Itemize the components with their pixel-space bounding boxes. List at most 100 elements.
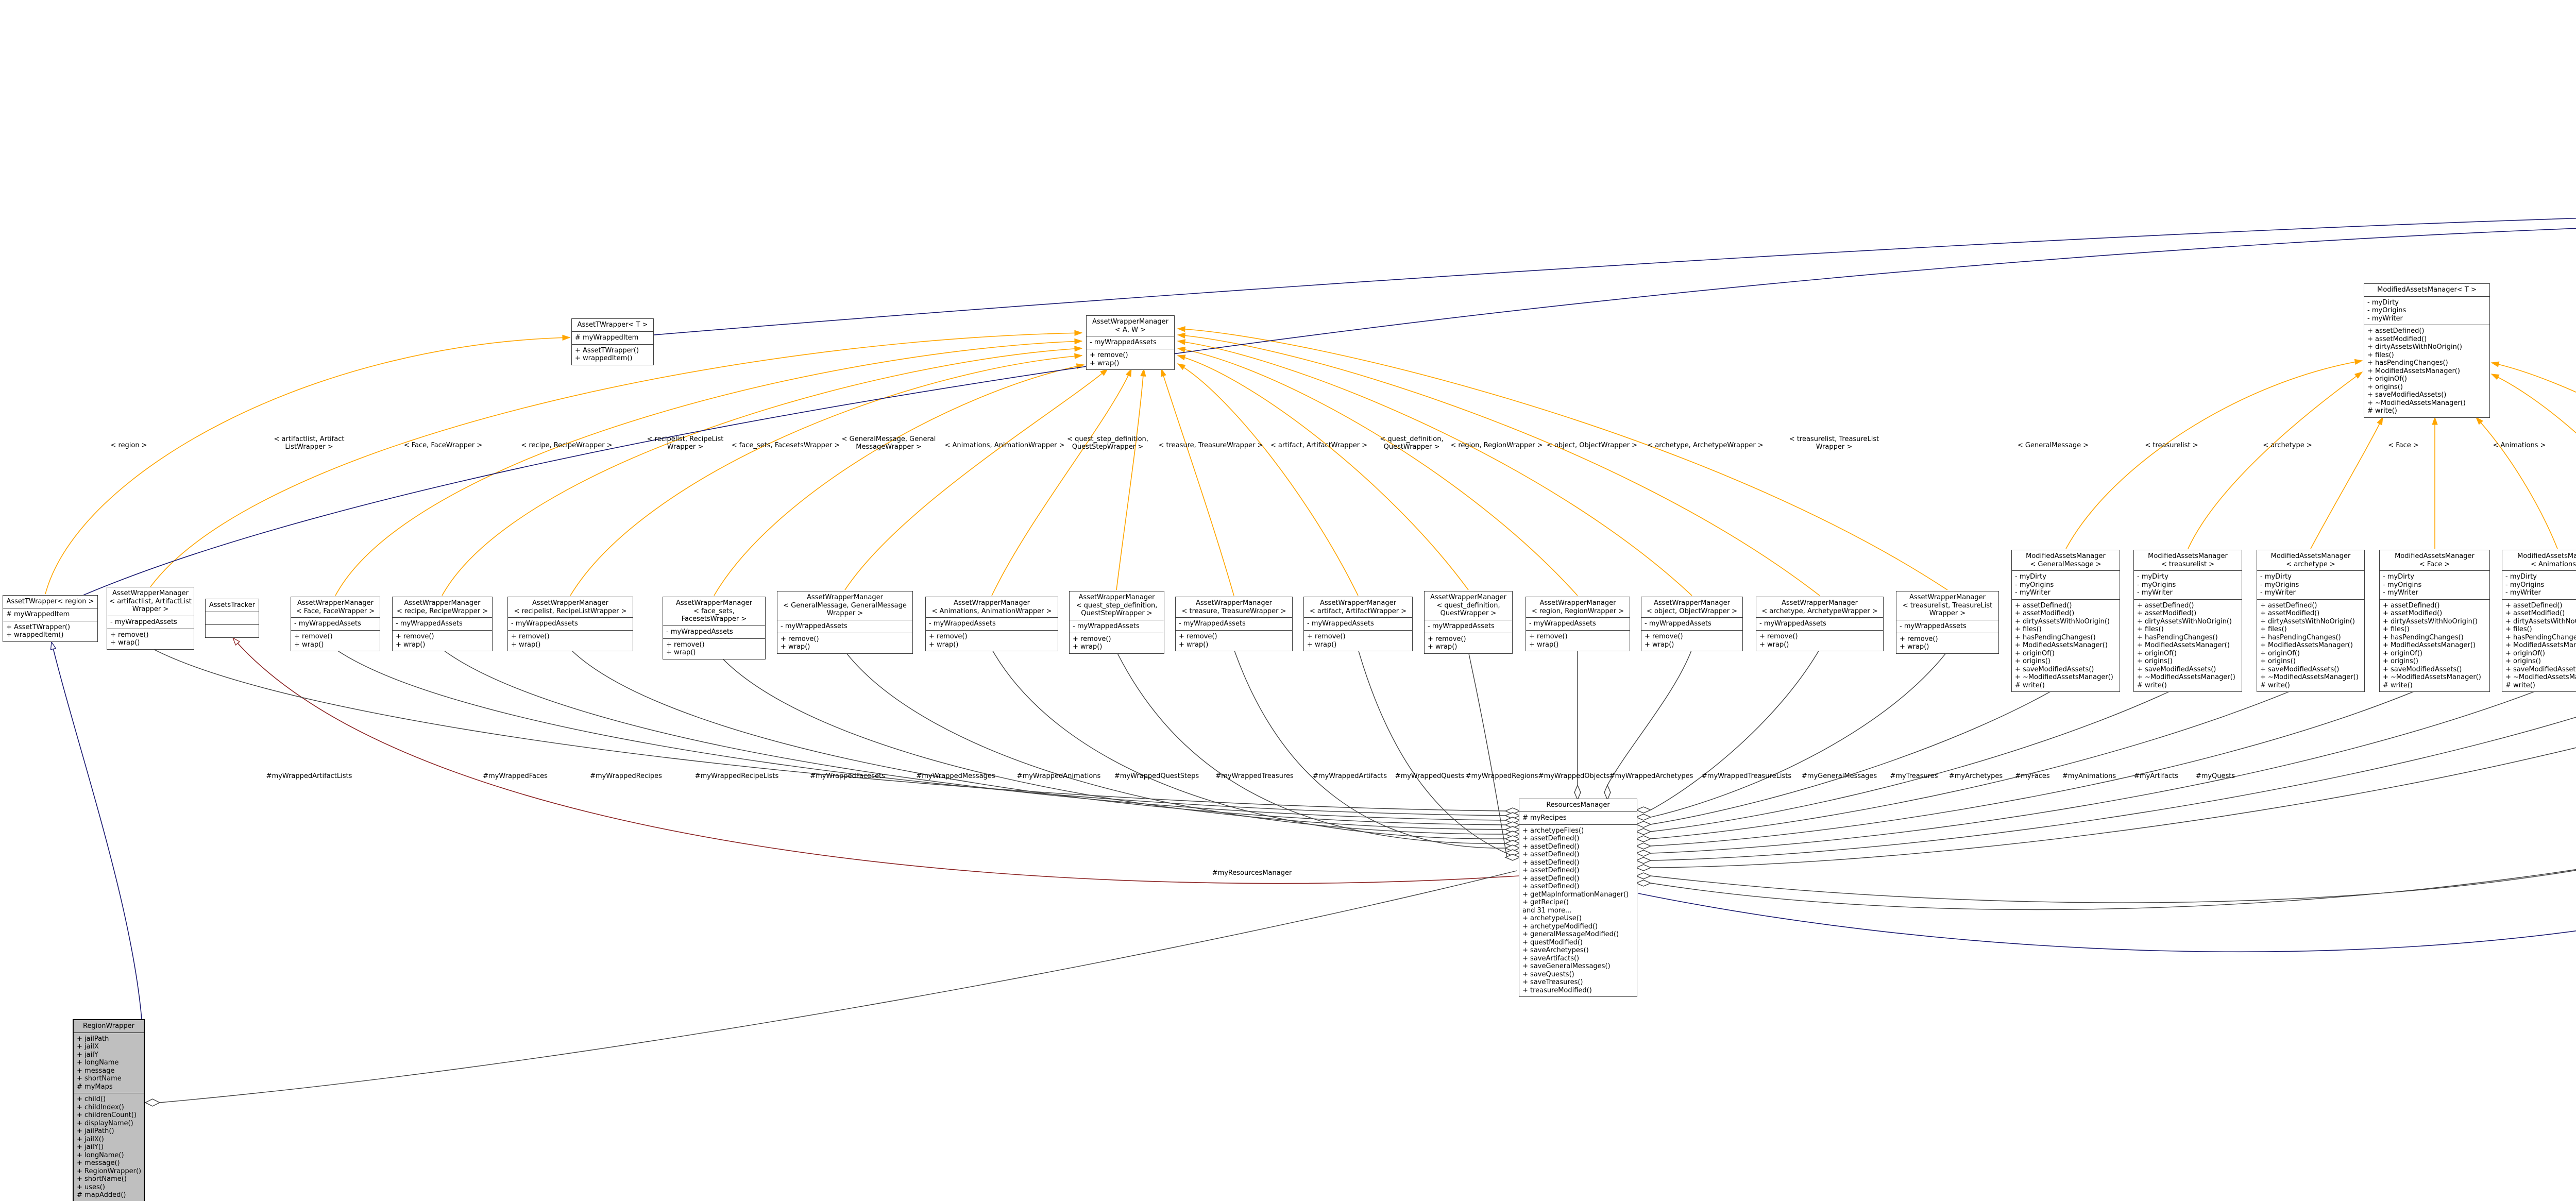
class-awm-generalmessage[interactable]: AssetWrapperManager < GeneralMessage, Ge… xyxy=(777,591,913,654)
class-title: AssetTWrapper< region > xyxy=(3,596,97,608)
edge-label-mywrappedobjects: #myWrappedObjects xyxy=(1538,772,1610,780)
methods-compartment: + remove()+ wrap() xyxy=(926,630,1058,651)
edge-label-template-queststep: < quest_step_definition, QuestStepWrappe… xyxy=(1067,435,1148,451)
methods-compartment: + remove()+ wrap() xyxy=(1176,630,1292,651)
edge-label-mywrappedqueststeps: #myWrappedQuestSteps xyxy=(1114,772,1199,780)
attributes-compartment: # myRecipes xyxy=(1522,814,1567,822)
attributes-compartment xyxy=(206,612,259,624)
class-modifiedassetsmanager-template[interactable]: ModifiedAssetsManager< T >- myDirty- myO… xyxy=(2364,283,2490,418)
edge-label-template-generalmessage: < GeneralMessage, General MessageWrapper… xyxy=(841,435,936,451)
attributes-compartment: # myWrappedItem xyxy=(575,333,639,342)
aggregation-edges xyxy=(150,647,2576,1103)
class-mam-generalmessage[interactable]: ModifiedAssetsManager < GeneralMessage >… xyxy=(2011,550,2120,692)
class-awm-artifact[interactable]: AssetWrapperManager < artifact, Artifact… xyxy=(1303,597,1413,651)
class-title: ModifiedAssetsManager < Animations > xyxy=(2502,550,2576,571)
class-awm-artifactlist[interactable]: AssetWrapperManager < artifactlist, Arti… xyxy=(107,587,194,650)
edge-label-mygeneralmessages: #myGeneralMessages xyxy=(1801,772,1877,780)
private-inheritance-edge xyxy=(232,637,1519,884)
methods-compartment xyxy=(206,624,259,637)
methods-compartment: + remove()+ wrap() xyxy=(777,632,912,653)
template-edges xyxy=(45,326,2576,596)
class-assetstracker[interactable]: AssetsTracker xyxy=(205,599,259,638)
class-title: AssetWrapperManager < A, W > xyxy=(1087,316,1174,336)
class-awm-face[interactable]: AssetWrapperManager < Face, FaceWrapper … xyxy=(291,597,380,651)
attributes-compartment: - myWrappedAssets xyxy=(110,618,177,626)
class-mam-face[interactable]: ModifiedAssetsManager < Face >- myDirty-… xyxy=(2379,550,2490,692)
edge-label-myarchetypes: #myArchetypes xyxy=(1948,772,2003,780)
methods-compartment: + remove()+ wrap() xyxy=(1756,630,1883,651)
edge-label-mytreasures: #myTreasures xyxy=(1890,772,1938,780)
class-assettwrapper-t[interactable]: AssetTWrapper< T ># myWrappedItem+ Asset… xyxy=(571,318,654,365)
edge-label-template-region2: < region, RegionWrapper > xyxy=(1450,442,1543,449)
class-awm-treasure[interactable]: AssetWrapperManager < treasure, Treasure… xyxy=(1175,597,1293,651)
methods-compartment: + remove()+ wrap() xyxy=(1304,630,1412,651)
methods-compartment: + assetDefined()+ assetModified()+ dirty… xyxy=(2364,325,2489,417)
edge-label-mywrappedartifacts: #myWrappedArtifacts xyxy=(1312,772,1387,780)
edge-label-mam-generalmessage: < GeneralMessage > xyxy=(2017,442,2089,449)
edge-label-template-object: < object, ObjectWrapper > xyxy=(1546,442,1638,449)
edge-label-mywrappedanimations: #myWrappedAnimations xyxy=(1016,772,1101,780)
attributes-compartment: - myWrappedAssets xyxy=(294,620,361,628)
attributes-compartment: - myWrappedAssets xyxy=(1529,620,1596,628)
class-mam-animations[interactable]: ModifiedAssetsManager < Animations >- my… xyxy=(2502,550,2576,692)
edge-label-template-artifactlist: < artifactlist, Artifact ListWrapper > xyxy=(274,435,345,451)
class-title: ModifiedAssetsManager < treasurelist > xyxy=(2134,550,2242,571)
class-assettwrapper-region[interactable]: AssetTWrapper< region > # myWrappedItem + … xyxy=(3,595,98,642)
class-mam-treasurelist[interactable]: ModifiedAssetsManager < treasurelist >- … xyxy=(2133,550,2242,692)
class-awm-archetype[interactable]: AssetWrapperManager < archetype, Archety… xyxy=(1756,597,1884,651)
edge-label-template-artifact: < artifact, ArtifactWrapper > xyxy=(1270,442,1368,449)
attributes-compartment: # myWrappedItem xyxy=(6,610,70,618)
class-title: AssetWrapperManager < object, ObjectWrap… xyxy=(1641,597,1742,618)
edge-label-mam-archetype: < archetype > xyxy=(2263,442,2312,449)
class-awm-recipe[interactable]: AssetWrapperManager < recipe, RecipeWrap… xyxy=(392,597,493,651)
methods-compartment: + assetDefined()+ assetModified()+ dirty… xyxy=(2380,599,2489,692)
methods-compartment: + remove()+ wrap() xyxy=(1087,349,1174,369)
class-title: AssetWrapperManager < quest_definition, … xyxy=(1425,591,1512,620)
class-title: AssetWrapperManager < recipelist, Recipe… xyxy=(508,597,633,618)
class-regionwrapper-focus[interactable]: RegionWrapper+ jailPath+ jailX+ jailY+ l… xyxy=(73,1019,145,1201)
edge-label-template-questdef: < quest_definition, QuestWrapper > xyxy=(1380,435,1444,451)
edge-label-myartifacts: #myArtifacts xyxy=(2134,772,2178,780)
class-awm-object[interactable]: AssetWrapperManager < object, ObjectWrap… xyxy=(1641,597,1743,651)
attributes-compartment: - myWrappedAssets xyxy=(1307,620,1374,628)
class-awm-questdef[interactable]: AssetWrapperManager < quest_definition, … xyxy=(1424,591,1513,654)
methods-compartment: + AssetTWrapper()+ wrappedItem() xyxy=(3,620,97,641)
class-title: AssetWrapperManager < Face, FaceWrapper … xyxy=(291,597,380,618)
edge-label-template-face: < Face, FaceWrapper > xyxy=(403,442,483,449)
edge-label-mywrappedrecipelists: #myWrappedRecipeLists xyxy=(694,772,779,780)
edge-label-template-treasure: < treasure, TreasureWrapper > xyxy=(1158,442,1263,449)
edge-label-mywrappedfaces: #myWrappedFaces xyxy=(483,772,548,780)
methods-compartment: + remove()+ wrap() xyxy=(1896,632,1998,653)
edge-label-myanimations: #myAnimations xyxy=(2062,772,2116,780)
edge-label-mywrappedrecipes: #myWrappedRecipes xyxy=(590,772,662,780)
class-title: ModifiedAssetsManager< T > xyxy=(2364,284,2489,297)
attributes-compartment: - myWrappedAssets xyxy=(781,622,848,630)
edge-label-mam-face: < Face > xyxy=(2388,442,2419,449)
class-assetwrappermanager-template[interactable]: AssetWrapperManager < A, W > - myWrappedA… xyxy=(1086,315,1175,370)
edge-label-template-region: < region > xyxy=(110,442,147,449)
class-awm-region[interactable]: AssetWrapperManager < region, RegionWrap… xyxy=(1526,597,1630,651)
class-awm-queststep[interactable]: AssetWrapperManager < quest_step_definit… xyxy=(1069,591,1164,654)
class-awm-facesets[interactable]: AssetWrapperManager < face_sets, Faceset… xyxy=(663,597,766,659)
edge-label-template-archetype: < archetype, ArchetypeWrapper > xyxy=(1647,442,1764,449)
edge-label-mywrappedarchetypes: #myWrappedArchetypes xyxy=(1609,772,1693,780)
methods-compartment: + AssetTWrapper()+ wrappedItem() xyxy=(572,344,653,365)
edge-label-mywrappedquests: #myWrappedQuests xyxy=(1395,772,1465,780)
attributes-compartment: - myDirty- myOrigins- myWriter xyxy=(2367,298,2406,323)
class-title: AssetsTracker xyxy=(206,599,259,612)
edge-label-mywrappedtreasures: #myWrappedTreasures xyxy=(1215,772,1294,780)
attributes-compartment: - myWrappedAssets xyxy=(1090,339,1157,346)
class-awm-treasurelist[interactable]: AssetWrapperManager < treasurelist, Trea… xyxy=(1896,591,1999,654)
edge-label-template-recipelist: < recipelist, RecipeList Wrapper > xyxy=(647,435,724,451)
methods-compartment: + remove()+ wrap() xyxy=(1070,632,1164,653)
attributes-compartment: - myWrappedAssets xyxy=(511,620,578,628)
methods-compartment: + remove()+ wrap() xyxy=(291,630,380,651)
class-mam-archetype[interactable]: ModifiedAssetsManager < archetype >- myD… xyxy=(2257,550,2365,692)
attributes-compartment: - myWrappedAssets xyxy=(1428,622,1495,630)
methods-compartment: + assetDefined()+ assetModified()+ dirty… xyxy=(2012,599,2120,692)
attributes-compartment: - myDirty- myOrigins- myWriter xyxy=(2137,573,2176,597)
methods-compartment: + remove()+ wrap() xyxy=(393,630,492,651)
class-awm-recipelist[interactable]: AssetWrapperManager < recipelist, Recipe… xyxy=(507,597,633,651)
class-resourcesmanager[interactable]: ResourcesManager# myRecipes+ archetypeFi… xyxy=(1519,799,1637,997)
class-awm-animations[interactable]: AssetWrapperManager < Animations, Animat… xyxy=(925,597,1058,651)
